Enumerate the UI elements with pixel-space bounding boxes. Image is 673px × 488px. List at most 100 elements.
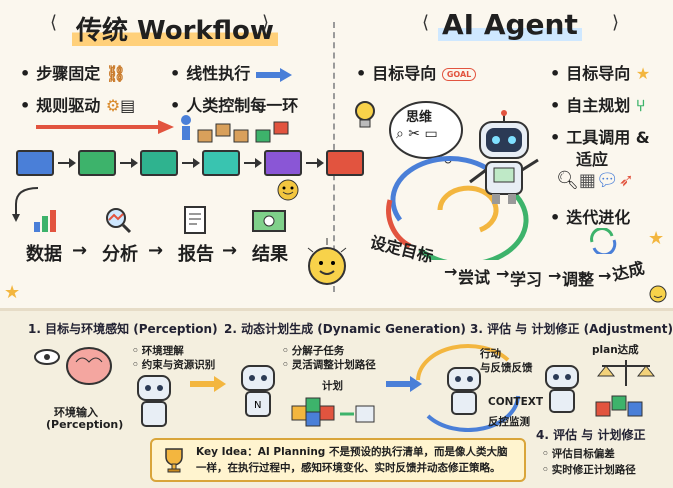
right-arrow-icon (255, 67, 292, 82)
workflow-box (326, 150, 364, 176)
section-1-title: 1. 目标与环境感知 (Perception) (28, 322, 218, 336)
next-arrow-icon (386, 376, 422, 392)
star-icon: ★ (635, 64, 651, 83)
section-4-title: 4. 评估 与 计划修正 (536, 428, 646, 442)
s1-item: 约束与资源识别 (132, 357, 216, 372)
workflow-box (202, 150, 240, 176)
search-icon: ⌕ (396, 126, 404, 142)
lightbulb-icon (355, 101, 375, 128)
bar-chart-icon (34, 210, 56, 232)
s3-feedback: 与反馈反馈 (480, 362, 533, 374)
loop-word: 尝试 (458, 268, 491, 287)
robot-agent (469, 110, 539, 204)
key-idea-line: 一样，在执行过程中，感知环境变化、实时反馈并动态修正策略。 (196, 462, 501, 474)
robot-planner: N (241, 365, 275, 417)
flow-arrow (244, 158, 262, 168)
brain-icon (66, 347, 112, 385)
next-arrow-icon (190, 376, 226, 392)
sparkle-icon: ⟩ (262, 12, 270, 33)
folder-icon: ▭ (424, 126, 438, 142)
section-2-title: 2. 动态计划生成 (Dynamic Generation) (224, 322, 466, 336)
think-label: 思维 (406, 110, 433, 125)
loop-word: 调整 (562, 270, 595, 289)
loop-word: 达成 (610, 258, 647, 285)
sparkle-icon: ⟨ (422, 12, 430, 33)
left-bullet-linear: 线性执行 (170, 60, 292, 84)
puzzle-icon (291, 397, 375, 427)
document-icon: ▤ (120, 96, 136, 115)
loop-arrow: → (548, 266, 562, 285)
trophy-icon (165, 448, 183, 473)
rocket-icon: ➶ (618, 170, 634, 191)
loop-arrow: → (444, 262, 458, 281)
goal-badge: GOAL (441, 68, 477, 81)
right-title: AI Agent (438, 8, 582, 41)
flow-arrow (182, 158, 200, 168)
sparkle-icon: ⟩ (612, 12, 620, 33)
svg-text:N: N (254, 400, 261, 411)
s4-item: 评估目标偏差 (542, 446, 615, 461)
iteration-loop (386, 156, 529, 260)
workflow-box (264, 150, 302, 176)
key-idea-line: Key Idea：AI Planning 不是预设的执行清单，而是像人类大脑 (196, 446, 508, 458)
step-arrow: → (148, 240, 164, 261)
comparison-panel: 传统 Workflow ⟨ ⟩ 步骤固定 ⛓ 线性执行 规则驱动 ⚙▤ 人类控制… (0, 0, 673, 308)
person-boxes-icon (181, 115, 289, 143)
s1-input-label-2: (Perception) (46, 418, 124, 431)
right-bullet-adapt: 适应 (576, 150, 609, 169)
section-3-title: 3. 评估 与 计划修正 (Adjustment) (470, 322, 673, 336)
feedback-loop (416, 343, 520, 432)
workflow-box (140, 150, 178, 176)
step-arrow: → (72, 240, 88, 261)
puzzle-small-icon (595, 395, 643, 417)
money-icon (252, 210, 286, 232)
branch-icon: ⑂ (635, 96, 646, 115)
tool-icons: 🔍︎▦💬︎➶ (556, 170, 634, 191)
s3-context: CONTEXT (488, 396, 544, 408)
workflow-boxes (16, 150, 364, 176)
chat-icon: 💬︎ (595, 170, 619, 191)
flow-arrow (58, 158, 76, 168)
left-bullet-fixed-steps: 步骤固定 ⛓ (20, 60, 126, 84)
s1-input-label: 环境输入 (54, 406, 98, 419)
loop-word: 学习 (510, 270, 543, 289)
star-icon: ★ (648, 228, 665, 249)
left-bullet-human-control: 人类控制每一环 (170, 92, 298, 116)
key-idea-box: Key Idea：AI Planning 不是预设的执行清单，而是像人类大脑 一… (150, 438, 526, 482)
curved-arrow-icon (12, 187, 39, 222)
gear-icon: ⚙ (105, 96, 121, 115)
magnifier-chart-icon (106, 208, 132, 234)
step-result: 结果 (252, 244, 288, 265)
s3-monitor: 反控监测 (488, 416, 530, 428)
right-bullet-tools: 工具调用 & (550, 124, 650, 148)
chain-icon: ⛓ (105, 64, 127, 83)
right-bullet-goal-2: 目标导向 ★ (550, 60, 650, 84)
robot-evaluator (545, 365, 579, 413)
long-arrow-icon (36, 120, 174, 134)
robot-perception (137, 375, 171, 427)
calculator-icon: ▦ (578, 170, 596, 191)
eye-icon (34, 349, 60, 365)
workflow-box (78, 150, 116, 176)
flow-arrow (120, 158, 138, 168)
s3-action: 行动 (480, 348, 501, 360)
sparkle-icon: ⟨ (50, 12, 58, 33)
step-report: 报告 (178, 244, 214, 265)
s2-plan-label: 计划 (322, 380, 343, 392)
step-analysis: 分析 (102, 244, 138, 265)
robot-adjuster (447, 367, 481, 415)
scale-icon (596, 360, 656, 386)
loop-arrow: → (496, 264, 510, 283)
tools-icon: ✂ (408, 126, 421, 142)
workflow-box (16, 150, 54, 176)
loop-arrow: → (598, 266, 612, 285)
s1-item: 环境理解 (132, 343, 184, 358)
star-icon: ★ (4, 282, 21, 303)
left-title: 传统 Workflow (72, 10, 278, 47)
step-data: 数据 (26, 244, 62, 265)
s2-item: 灵活调整计划路径 (282, 357, 376, 372)
flow-arrow (306, 158, 324, 168)
right-bullet-evolve: 迭代进化 (550, 204, 630, 228)
right-bullet-goal: 目标导向 GOAL (356, 60, 477, 84)
report-icon (184, 206, 206, 234)
